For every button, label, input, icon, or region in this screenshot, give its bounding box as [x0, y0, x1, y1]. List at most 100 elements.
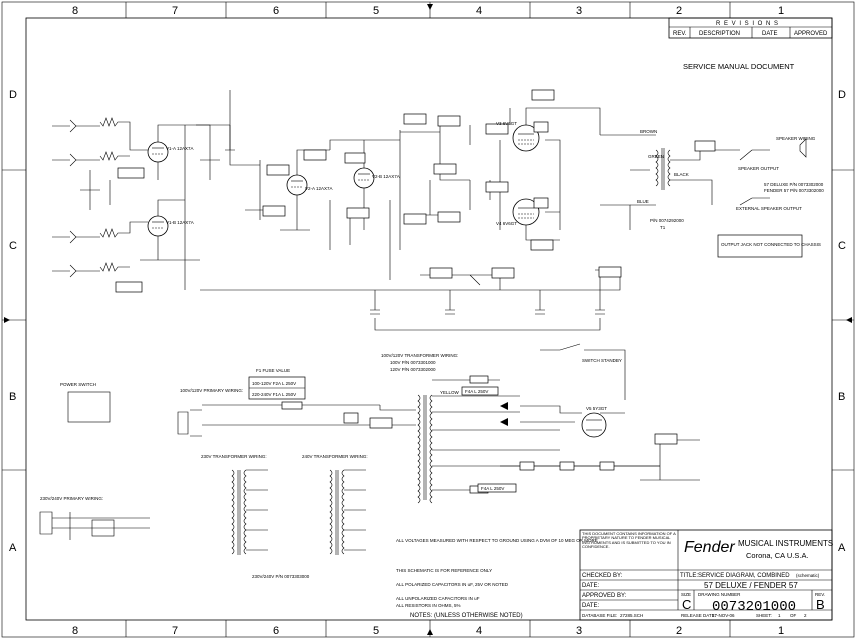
service-manual-label: SERVICE MANUAL DOCUMENT — [683, 62, 795, 71]
grid-row-left-a: A — [9, 542, 17, 554]
tube-v1a-label: V1-A 12AX7A — [166, 146, 194, 151]
grid-row-left-c: C — [9, 240, 17, 252]
fender-logo: Fender — [684, 539, 735, 556]
grid-col-bottom-4: 4 — [476, 625, 482, 637]
tube-v2a-label: V2-A 12AX7A — [305, 186, 333, 191]
rev-label: REV. — [815, 592, 825, 597]
grid-row-right-c: C — [838, 240, 846, 252]
title-block: THIS DOCUMENT CONTAINS INFORMATION OF A … — [579, 529, 833, 621]
transformer-pn-100: 100V P/N 0073301000 — [390, 360, 436, 365]
sheet-value: 1 — [778, 613, 781, 618]
size-value: C — [682, 597, 691, 612]
tube-v4: V4 6V6GT — [496, 198, 540, 226]
fuse-row-1: 100-120V F2A L 250V — [252, 381, 296, 386]
pt-wire-yellow1: YELLOW — [440, 390, 460, 395]
grid-row-left-d: D — [9, 89, 17, 101]
transformer-wiring-230: 230V TRANSFORMER WIRING: — [201, 454, 267, 459]
fuse-f2-label: F4A L 250V — [465, 389, 488, 394]
database-file-label: DATABASE FILE: — [582, 613, 617, 618]
input-jacks — [52, 119, 77, 278]
company-name: MUSICAL INSTRUMENTS — [738, 539, 833, 548]
rev-value: B — [816, 597, 825, 612]
grid-col-top-5: 5 — [373, 5, 379, 17]
speaker-wiring-label: SPEAKER WIRING — [776, 136, 816, 141]
grid-col-bottom-7: 7 — [172, 625, 178, 637]
tube-v2b: V2-B 12AX7A — [353, 167, 400, 189]
grid-col-bottom-3: 3 — [576, 625, 582, 637]
top-grid: 8 7 6 5 4 3 2 1 — [72, 2, 784, 18]
checked-by-label: CHECKED BY: — [582, 573, 623, 579]
output-note-text: OUTPUT JACK NOT CONNECTED TO CHASSIS — [721, 242, 821, 247]
speaker-jacks: SPEAKER WIRING SPEAKER OUTPUT EXTERNAL S… — [736, 136, 824, 211]
model-name: 57 DELUXE / FENDER 57 — [704, 581, 798, 590]
title-value: SERVICE DIAGRAM, COMBINED — [698, 573, 790, 579]
tube-v3-label: V3 6V6GT — [496, 121, 517, 126]
grid-col-top-4: 4 — [476, 5, 482, 17]
release-date-value: 17-NOV-06 — [712, 613, 735, 618]
notes-title: NOTES: (UNLESS OTHERWISE NOTED) — [410, 613, 523, 619]
tube-v5-label: V5 5Y3GT — [586, 406, 607, 411]
transformer-wiring-240: 240V TRANSFORMER WIRING: — [302, 454, 368, 459]
grid-col-top-7: 7 — [172, 5, 178, 17]
preamp-section: V1-A 12AX7A V1-B 12AX7A V2-A 12AX7A V2-B… — [52, 90, 509, 293]
grid-col-top-1: 1 — [778, 5, 784, 17]
ot-wire-black: BLACK — [674, 172, 689, 177]
drawing-number-label: DRAWING NUMBER — [698, 592, 741, 597]
grid-col-bottom-1: 1 — [778, 625, 784, 637]
grid-row-right-a: A — [838, 542, 846, 554]
power-supply: 100V/120V TRANSFORMER WIRING: 100V P/N 0… — [39, 343, 700, 579]
tube-v1b-label: V1-B 12AX7A — [166, 220, 194, 225]
transformer-pn-230: 230V/240V P/N 0073303000 — [252, 574, 310, 579]
grid-col-bottom-6: 6 — [273, 625, 279, 637]
grid-col-top-3: 3 — [576, 5, 582, 17]
tube-v3: V3 6V6GT — [496, 121, 540, 152]
notes-block: ALL VOLTAGES MEASURED WITH RESPECT TO GR… — [396, 538, 598, 619]
title-label: TITLE: — [680, 573, 698, 579]
tube-v2a: V2-A 12AX7A — [286, 174, 333, 196]
grid-row-right-b: B — [838, 391, 845, 403]
disclaimer-text: THIS DOCUMENT CONTAINS INFORMATION OF A … — [582, 532, 676, 550]
rev-header-approved: APPROVED — [794, 31, 828, 37]
fuse-f3-label: F4A L 250V — [481, 486, 504, 491]
speaker-output-label: SPEAKER OUTPUT — [738, 166, 779, 171]
transformer-pn-120: 120V P/N 0073302000 — [390, 367, 436, 372]
tube-v2b-label: V2-B 12AX7A — [372, 174, 400, 179]
output-note: OUTPUT JACK NOT CONNECTED TO CHASSIS — [717, 234, 821, 258]
fuse-row-2: 220-240V F1A L 250V — [252, 392, 296, 397]
rev-header-date: DATE — [762, 31, 778, 37]
date-label-2: DATE: — [582, 603, 600, 609]
ot-part: P/N 0074292000 — [650, 218, 684, 223]
power-switch-label: POWER SWITCH — [60, 382, 96, 387]
grid-col-top-2: 2 — [676, 5, 682, 17]
note-1: ALL VOLTAGES MEASURED WITH RESPECT TO GR… — [396, 538, 598, 543]
inner-frame — [25, 17, 833, 621]
tube-v4-label: V4 6V6GT — [496, 221, 517, 226]
side-grid: D C B A D C B A — [2, 89, 854, 554]
drawing-number: 0073201000 — [712, 599, 796, 615]
note-2: THIS SCHEMATIC IS FOR REFERENCE ONLY — [396, 568, 492, 573]
tube-v1b: V1-B 12AX7A — [147, 215, 194, 237]
grid-col-bottom-5: 5 — [373, 625, 379, 637]
grid-col-bottom-2: 2 — [676, 625, 682, 637]
primary-wiring-230: 230V/240V PRIMARY WIRING: — [40, 496, 103, 501]
ot-wire-brown: BROWN — [640, 129, 657, 134]
output-transformer: BROWN GREEN BLACK BLUE P/N 0074292000 T1 — [630, 129, 740, 230]
revisions-block: R E V I S I O N S REV. DESCRIPTION DATE … — [668, 17, 833, 39]
approved-by-label: APPROVED BY: — [582, 593, 627, 599]
ot-wire-blue: BLUE — [637, 199, 649, 204]
grid-row-left-b: B — [9, 391, 16, 403]
grid-col-top-6: 6 — [273, 5, 279, 17]
deluxe-pn-label: 57 DELUXE P/N 0073302000 — [764, 182, 824, 187]
fender-pn-label: FENDER 57 P/N 0073302000 — [764, 188, 824, 193]
title-note: (schematic) — [796, 573, 820, 578]
release-date-label: RELEASE DATE: — [681, 613, 716, 618]
standby-switch-label: SWITCH STANDBY — [582, 358, 622, 363]
grid-col-top-8: 8 — [72, 5, 78, 17]
ot-ref: T1 — [660, 225, 666, 230]
database-file-value: 27285.SCH — [620, 613, 643, 618]
pt-240-drawing — [329, 469, 366, 555]
sheet-of-label: OF — [790, 613, 797, 618]
note-4: ALL UNPOLARIZED CAPACITORS IN uF — [396, 596, 480, 601]
